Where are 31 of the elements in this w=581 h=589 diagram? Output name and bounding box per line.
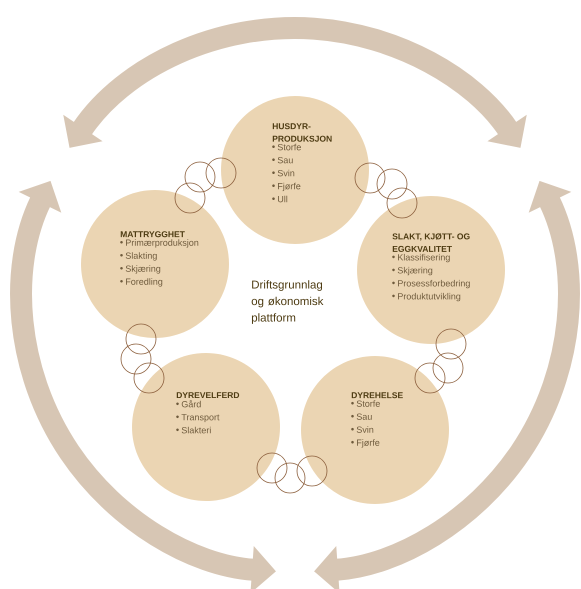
node-label: Fjørfe [357, 439, 380, 448]
node-label: MATTRYGGHET [120, 231, 185, 238]
node-label: Foredling [126, 278, 162, 287]
node-label: Slakteri [182, 426, 211, 434]
node-label: Svin [278, 170, 294, 176]
node-label: Gård [182, 400, 201, 408]
bullet-list: HUSDYR-PRODUKSJON Storfe Sau Svin Fjørfe Ull [272, 123, 332, 202]
node-label: Ull [278, 196, 288, 202]
bullet-list: SLAKT, KJØTT- OG EGGKVALITET Klassifisering Skjæring Prosessforbedring Produktutvikling [392, 233, 470, 302]
node-label: DYREHELSE [352, 392, 403, 398]
node-label: Slakting [126, 252, 157, 261]
node-label: Svin [356, 426, 374, 433]
node-label: Sau [356, 413, 372, 420]
node-label: Storfe [356, 400, 380, 407]
bullet-list: DYREHELSE Storfe Sau Svin Fjørfe [351, 392, 403, 448]
bullet-list: MATTRYGGHET Primærproduksjon Slakting Skjæring Foredling [120, 231, 198, 287]
node-label: Prosessforbedring [398, 280, 470, 288]
node-label: SLAKT, KJØTT- OG EGGKVALITET [392, 233, 470, 252]
node-label: Transport [182, 414, 220, 422]
node-label: Fjørfe [278, 182, 300, 192]
node-label: Primærproduksjon [126, 239, 198, 248]
node-label: Klassifisering [398, 254, 450, 262]
node-label: DYREVELFERD [176, 392, 240, 398]
node-label: Produktutvikling [398, 292, 460, 302]
node-label: Skjæring [398, 266, 432, 276]
center-label: Driftsgrunnlag og økonomisk plattform [252, 280, 324, 324]
node-label: Skjæring [126, 265, 160, 274]
node-label: Sau [278, 156, 293, 164]
bullet-list: DYREVELFERD Gård Transport Slakteri [176, 392, 240, 434]
node-label: Storfe [278, 144, 301, 150]
node-label: HUSDYR-PRODUKSJON [272, 123, 332, 142]
